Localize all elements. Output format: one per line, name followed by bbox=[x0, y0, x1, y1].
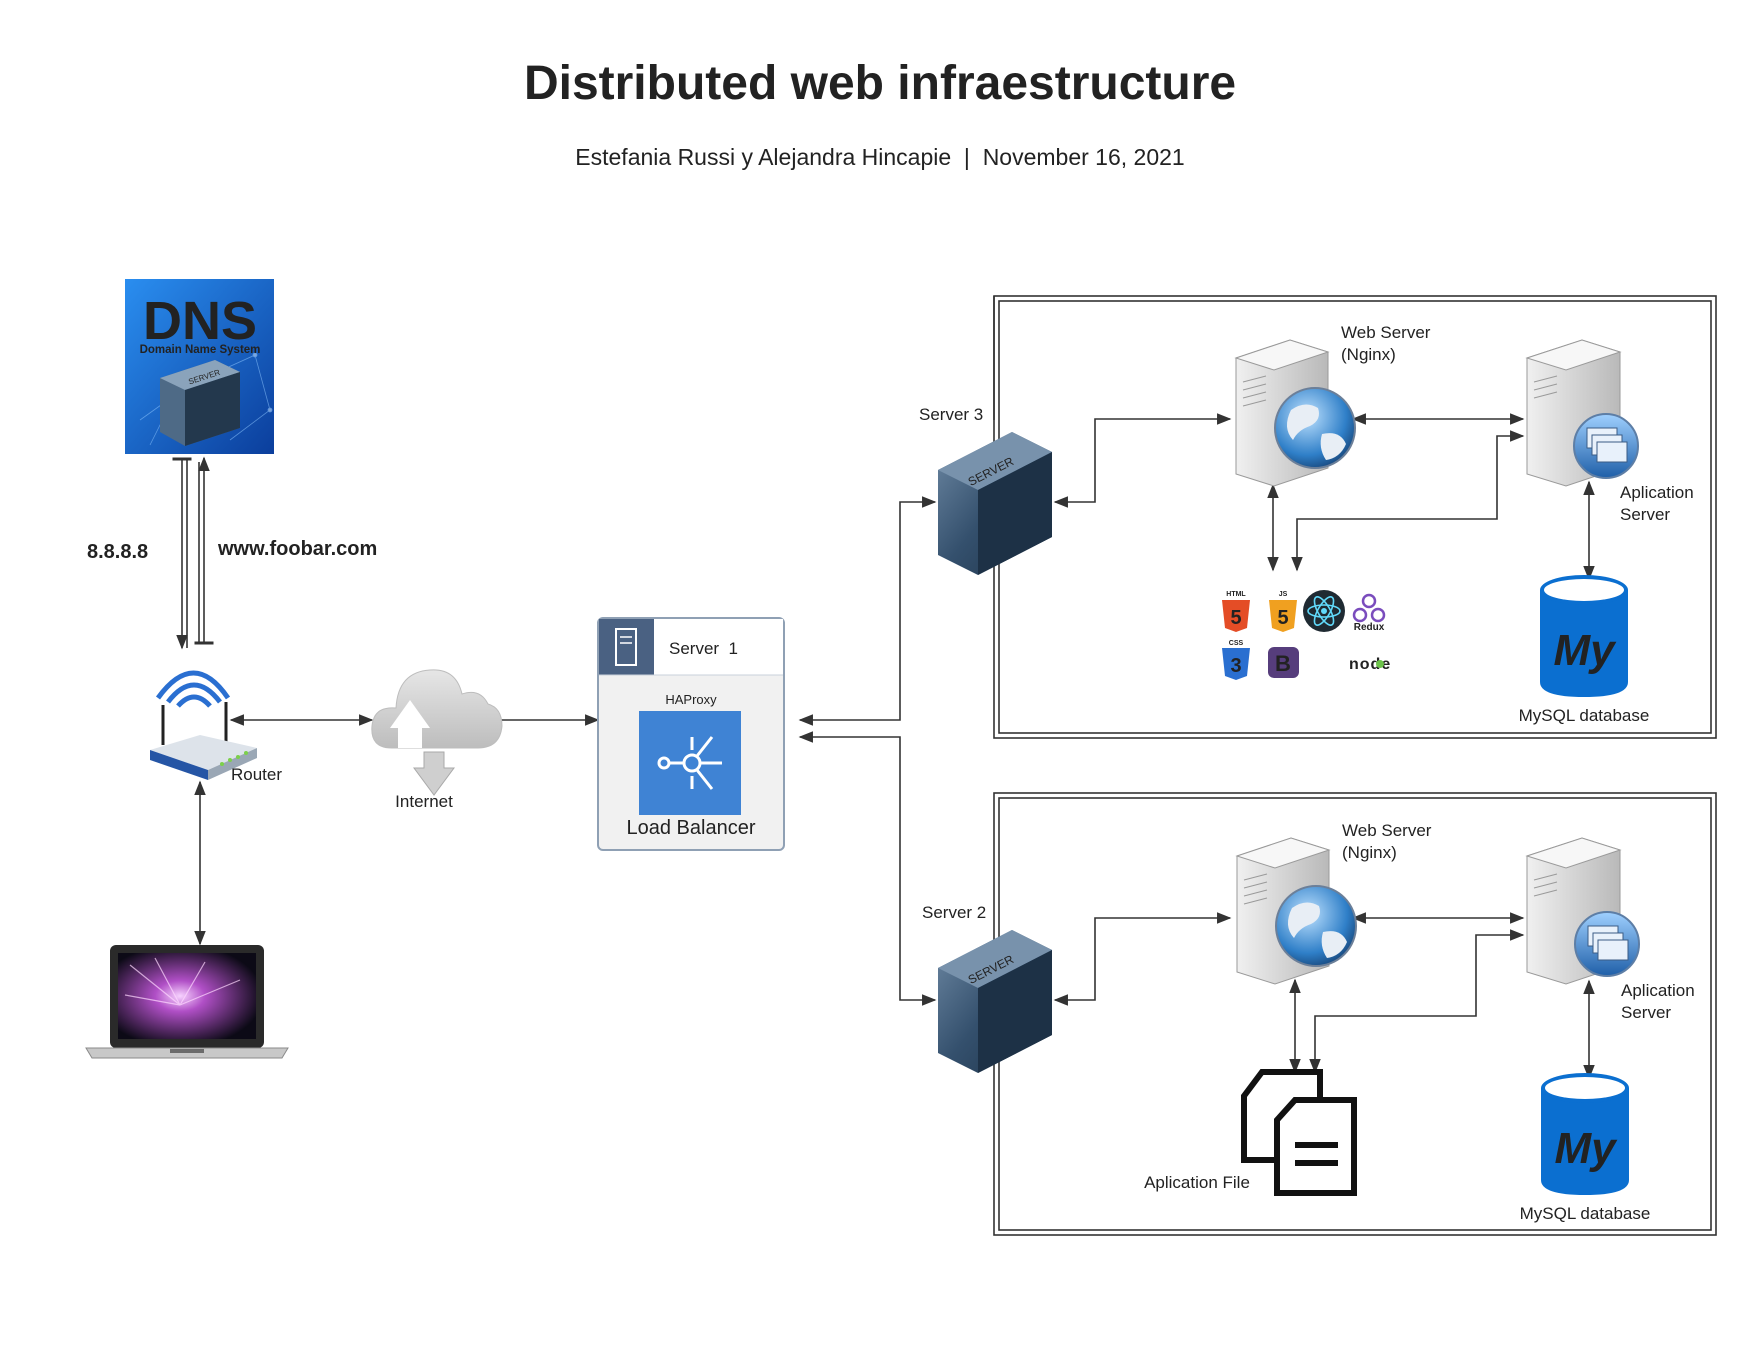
web-server-line2: (Nginx) bbox=[1341, 345, 1396, 364]
css3-icon: CSS 3 bbox=[1222, 640, 1250, 680]
server3-label: Server 3 bbox=[919, 405, 983, 424]
mysql-icon: My bbox=[1540, 575, 1628, 697]
internet-label: Internet bbox=[395, 792, 453, 811]
nodejs-icon: node bbox=[1349, 656, 1391, 673]
load-balancer-icon bbox=[657, 736, 722, 790]
bottom-connectors bbox=[1053, 912, 1595, 1080]
server-box-icon: SERVER bbox=[938, 432, 1052, 575]
svg-text:JS: JS bbox=[1279, 591, 1288, 598]
mysql-label: MySQL database bbox=[1520, 1204, 1651, 1223]
app-server-icon bbox=[1525, 339, 1639, 487]
web-server-line1: Web Server bbox=[1341, 323, 1431, 342]
web-server-globe-icon bbox=[1234, 339, 1356, 487]
svg-text:Redux: Redux bbox=[1354, 622, 1385, 633]
file-icon bbox=[1241, 1069, 1357, 1196]
cluster-top: Server 3 SERVER Web Server (Nginx) bbox=[919, 295, 1717, 739]
svg-text:node: node bbox=[1349, 656, 1391, 673]
lb-server-label: Server 1 bbox=[669, 639, 738, 658]
app-server-line1: Aplication bbox=[1621, 981, 1695, 1000]
app-server-line1: Aplication bbox=[1620, 483, 1694, 502]
svg-text:5: 5 bbox=[1277, 607, 1288, 629]
mysql-logo-text: My bbox=[1554, 1124, 1618, 1173]
router-label: Router bbox=[231, 765, 282, 784]
router-icon bbox=[150, 670, 257, 780]
html5-icon: HTML 5 bbox=[1222, 591, 1250, 632]
tech-logos: HTML 5 JS 5 bbox=[1222, 590, 1391, 680]
svg-text:HTML: HTML bbox=[1226, 591, 1246, 598]
page-subtitle: Estefania Russi y Alejandra Hincapie | N… bbox=[575, 144, 1184, 170]
load-balancer-card: Server 1 HAProxy Load Balancer bbox=[597, 617, 785, 851]
mysql-logo-text: My bbox=[1553, 626, 1617, 675]
top-connectors bbox=[1053, 413, 1595, 581]
file-label: Aplication File bbox=[1144, 1173, 1250, 1192]
svg-text:3: 3 bbox=[1230, 655, 1241, 677]
dns-small-label: Domain Name System bbox=[140, 344, 261, 356]
app-server-line2: Server bbox=[1620, 505, 1670, 524]
dns-big-label: DNS bbox=[143, 291, 257, 351]
mysql-icon: My bbox=[1541, 1073, 1629, 1195]
svg-text:CSS: CSS bbox=[1229, 640, 1244, 647]
react-icon bbox=[1303, 590, 1345, 632]
web-server-globe-icon bbox=[1235, 837, 1357, 985]
svg-text:5: 5 bbox=[1230, 607, 1241, 629]
app-server-icon bbox=[1525, 837, 1640, 985]
dns-ip-label: 8.8.8.8 bbox=[87, 541, 148, 563]
js-icon: JS 5 bbox=[1269, 591, 1297, 632]
lb-icon bbox=[639, 711, 741, 815]
dns-server-icon: DNS Domain Name System SERVER bbox=[125, 279, 274, 454]
web-server-line2: (Nginx) bbox=[1342, 843, 1397, 862]
server2-label: Server 2 bbox=[922, 903, 986, 922]
web-server-line1: Web Server bbox=[1342, 821, 1432, 840]
cluster-bottom: Server 2 SERVER Web Server (Nginx) bbox=[922, 792, 1717, 1236]
dns-domain-label: www.foobar.com bbox=[217, 538, 377, 560]
bootstrap-icon: B bbox=[1268, 647, 1299, 678]
mysql-label: MySQL database bbox=[1519, 706, 1650, 725]
lb-server-icon bbox=[615, 628, 637, 666]
lb-cluster-connectors bbox=[798, 496, 937, 1006]
app-server-line2: Server bbox=[1621, 1003, 1671, 1022]
svg-text:B: B bbox=[1275, 651, 1291, 676]
dns-router-connectors bbox=[172, 456, 214, 650]
cloud-icon bbox=[371, 669, 503, 796]
lb-label: Load Balancer bbox=[627, 817, 756, 839]
laptop-icon bbox=[85, 945, 289, 1059]
server-box-icon: SERVER bbox=[938, 930, 1052, 1073]
page-title: Distributed web infraestructure bbox=[524, 57, 1236, 110]
redux-icon: Redux bbox=[1352, 593, 1386, 633]
lb-proxy-label: HAProxy bbox=[665, 692, 717, 707]
